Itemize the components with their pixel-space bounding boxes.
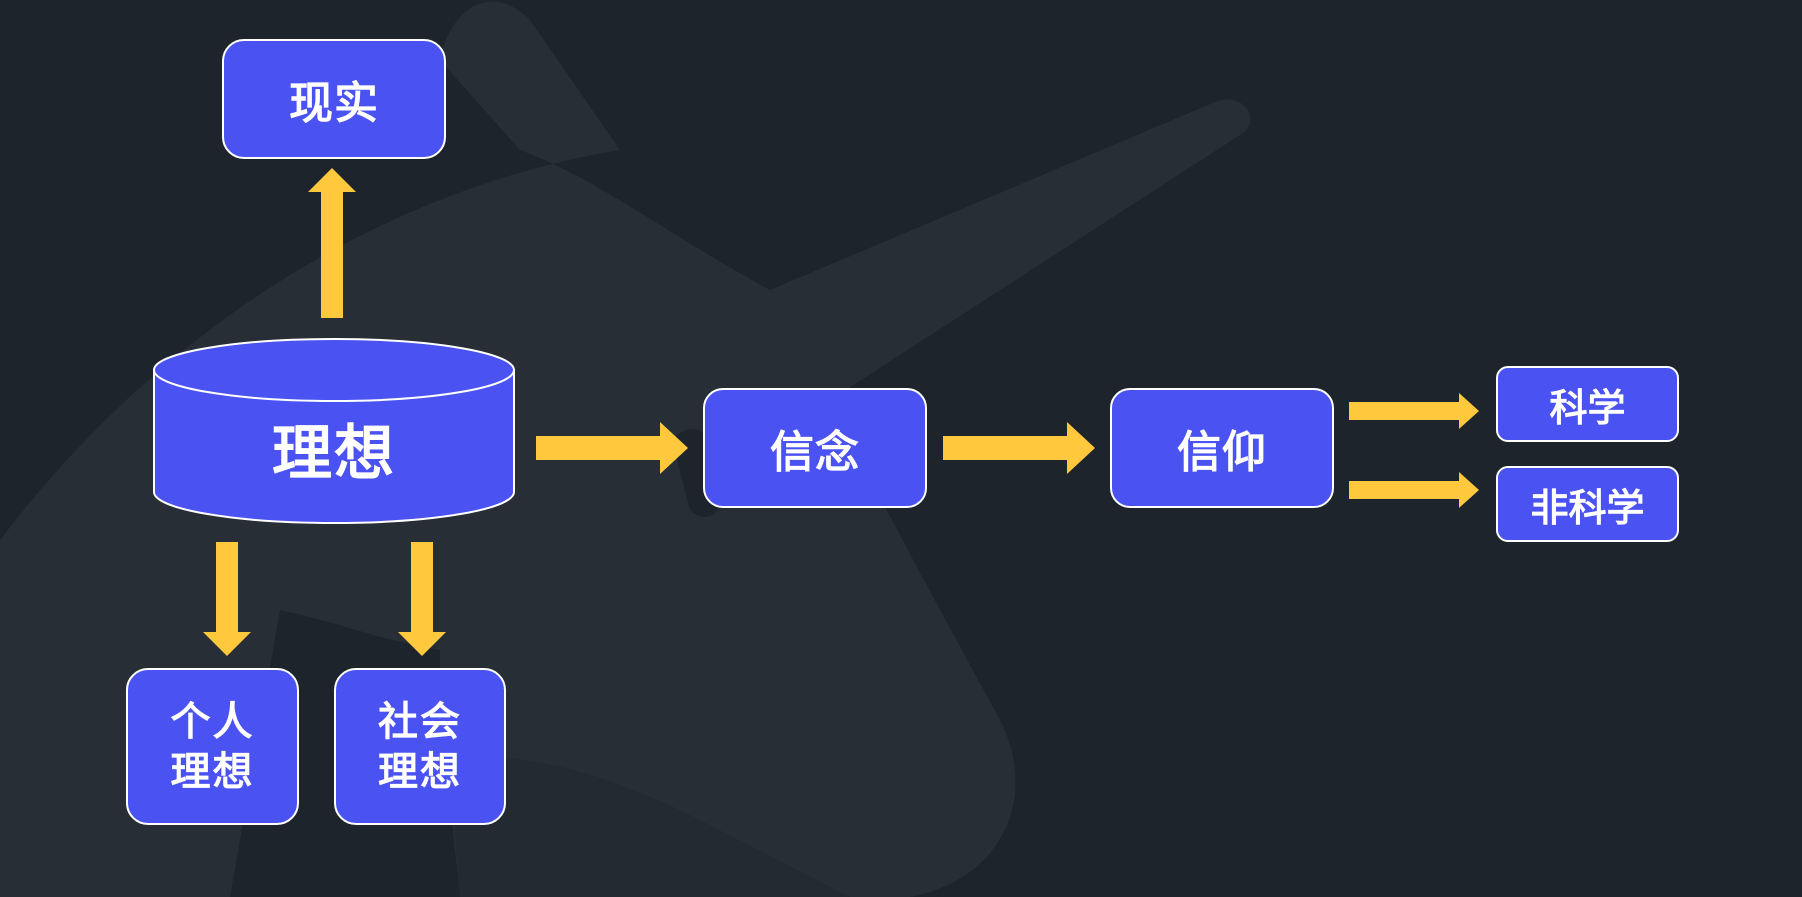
arrow-conviction-to-faith — [943, 422, 1095, 474]
arrow-ideal-to-conviction — [536, 422, 688, 474]
reality-label: 现实 — [289, 78, 379, 129]
conviction-label: 信念 — [770, 427, 860, 478]
arrow-right-shape — [536, 422, 688, 474]
social-ideal-node: 社会 理想 — [334, 668, 506, 825]
arrow-down-shape — [398, 542, 446, 656]
reality-node: 现实 — [222, 39, 446, 159]
arrow-ideal-to-personal — [203, 542, 251, 656]
ideal-cylinder — [153, 338, 515, 524]
cylinder-top — [153, 338, 515, 402]
personal-ideal-node: 个人 理想 — [126, 668, 299, 825]
non-science-label: 非科学 — [1530, 485, 1645, 530]
arrow-ideal-to-social — [398, 542, 446, 656]
background-shape-lower — [452, 757, 850, 897]
arrow-faith-to-science — [1349, 393, 1479, 429]
science-node: 科学 — [1496, 366, 1679, 442]
arrow-down-shape — [203, 542, 251, 656]
cylinder-body — [153, 369, 515, 524]
non-science-node: 非科学 — [1496, 466, 1679, 542]
arrow-right-shape — [943, 422, 1095, 474]
arrow-ideal-to-reality — [308, 168, 356, 318]
faith-node: 信仰 — [1110, 388, 1334, 508]
ideal-label: 理想 — [272, 418, 396, 489]
conviction-node: 信念 — [703, 388, 927, 508]
social-ideal-label-line1: 社会 — [378, 698, 462, 745]
personal-ideal-label-line2: 理想 — [170, 748, 255, 795]
arrow-right-shape — [1349, 472, 1479, 508]
personal-ideal-label-line1: 个人 — [170, 698, 255, 745]
faith-label: 信仰 — [1177, 427, 1267, 478]
science-label: 科学 — [1549, 385, 1626, 430]
arrow-faith-to-non-science — [1349, 472, 1479, 508]
arrow-right-shape — [1349, 393, 1479, 429]
social-ideal-label-line2: 理想 — [378, 748, 462, 795]
arrow-up-shape — [308, 168, 356, 318]
